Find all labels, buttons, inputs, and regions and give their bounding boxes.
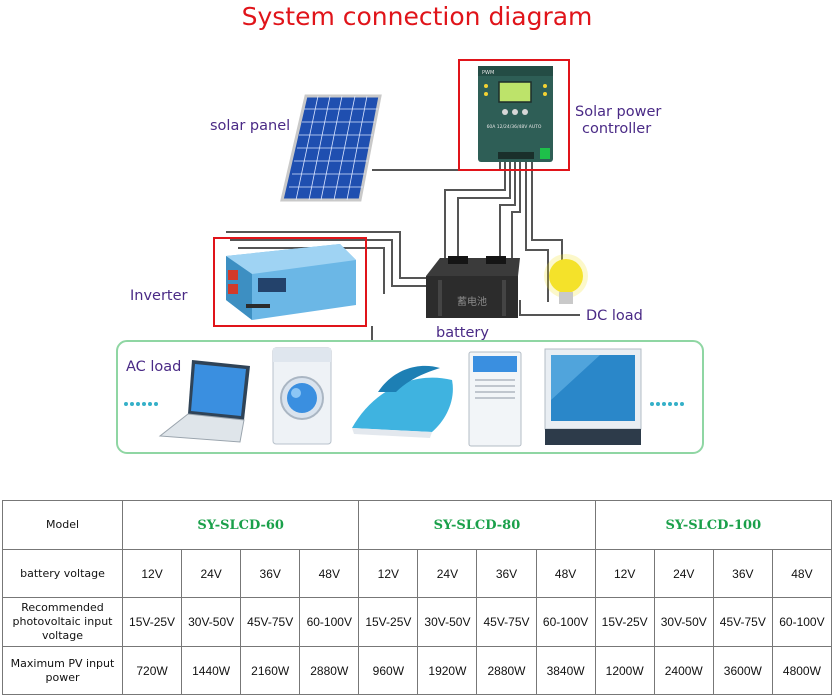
table-cell: 60-100V	[299, 597, 360, 647]
label-inverter: Inverter	[130, 288, 188, 304]
table-cell: 4800W	[771, 646, 833, 695]
table-cell: 48V	[299, 549, 360, 598]
dots-right-icon	[650, 402, 684, 406]
inverter-highlight-box	[213, 237, 367, 327]
table-cell: 2400W	[653, 646, 714, 695]
table-cell: 12V	[594, 549, 655, 598]
laptop-icon	[158, 360, 250, 443]
table-cell: 15V-25V	[358, 597, 419, 647]
connection-diagram: 60A 12/24/36/48V AUTO PWM 蓄电池	[116, 59, 704, 454]
diagram-title: System connection diagram	[241, 2, 593, 31]
model-cell: SY-SLCD-80	[358, 500, 596, 550]
controller-brand-text: PWM	[482, 70, 494, 76]
table-cell: 48V	[771, 549, 833, 598]
table-cell: 60-100V	[535, 597, 596, 647]
table-cell: 960W	[358, 646, 419, 695]
table-cell: 30V-50V	[417, 597, 478, 647]
table-header-row: Model SY-SLCD-60 SY-SLCD-80 SY-SLCD-100	[2, 500, 833, 550]
controller-highlight-box	[458, 59, 570, 171]
table-cell: 1440W	[181, 646, 242, 695]
label-dc-load: DC load	[586, 308, 643, 324]
table-cell: 45V-75V	[712, 597, 773, 647]
table-cell: 12V	[358, 549, 419, 598]
air-conditioner-icon	[468, 351, 522, 447]
solar-panel-icon	[280, 94, 382, 202]
table-cell: 45V-75V	[240, 597, 301, 647]
table-cell: 3840W	[535, 646, 596, 695]
table-cell: 720W	[121, 646, 183, 695]
label-controller-line1: Solar power	[575, 104, 662, 120]
battery-icon: 蓄电池	[426, 256, 520, 318]
table-cell: 12V	[121, 549, 183, 598]
label-battery: battery	[436, 325, 489, 341]
table-cell: 30V-50V	[653, 597, 714, 647]
dots-left-icon	[124, 402, 158, 406]
row-label: battery voltage	[2, 549, 123, 598]
table-cell: 1920W	[417, 646, 478, 695]
label-ac-load: AC load	[126, 359, 182, 375]
model-header-cell: Model	[2, 500, 123, 550]
table-row: battery voltage 12V 24V 36V 48V 12V 24V …	[2, 549, 833, 598]
model-cell: SY-SLCD-100	[594, 500, 833, 550]
light-bulb-icon	[544, 254, 588, 304]
washing-machine-icon	[272, 347, 332, 445]
battery-mark: 蓄电池	[457, 295, 487, 308]
table-row: Maximum PV input power 720W 1440W 2160W …	[2, 646, 833, 695]
spec-table: Model SY-SLCD-60 SY-SLCD-80 SY-SLCD-100 …	[2, 500, 833, 695]
label-solar-panel: solar panel	[210, 118, 291, 134]
table-cell: 3600W	[712, 646, 773, 695]
table-cell: 2160W	[240, 646, 301, 695]
row-label: Maximum PV input power	[2, 646, 123, 695]
table-cell: 24V	[181, 549, 242, 598]
table-cell: 36V	[476, 549, 537, 598]
table-cell: 15V-25V	[594, 597, 655, 647]
table-cell: 60-100V	[771, 597, 833, 647]
table-cell: 1200W	[594, 646, 655, 695]
tv-icon	[544, 348, 642, 445]
table-cell: 48V	[535, 549, 596, 598]
row-label: Recommended photovoltaic input voltage	[2, 597, 123, 647]
table-cell: 45V-75V	[476, 597, 537, 647]
table-cell: 36V	[712, 549, 773, 598]
controller-spec-text: 60A 12/24/36/48V AUTO	[487, 124, 542, 130]
table-cell: 30V-50V	[181, 597, 242, 647]
table-row: Recommended photovoltaic input voltage 1…	[2, 597, 833, 647]
table-cell: 24V	[417, 549, 478, 598]
solar-controller-icon: 60A 12/24/36/48V AUTO PWM	[478, 66, 553, 162]
table-cell: 15V-25V	[121, 597, 183, 647]
table-cell: 2880W	[476, 646, 537, 695]
label-controller-line2: controller	[582, 121, 652, 137]
model-cell: SY-SLCD-60	[121, 500, 360, 550]
iron-icon	[352, 365, 453, 438]
inverter-icon	[226, 244, 356, 320]
table-cell: 2880W	[299, 646, 360, 695]
table-cell: 36V	[240, 549, 301, 598]
table-cell: 24V	[653, 549, 714, 598]
